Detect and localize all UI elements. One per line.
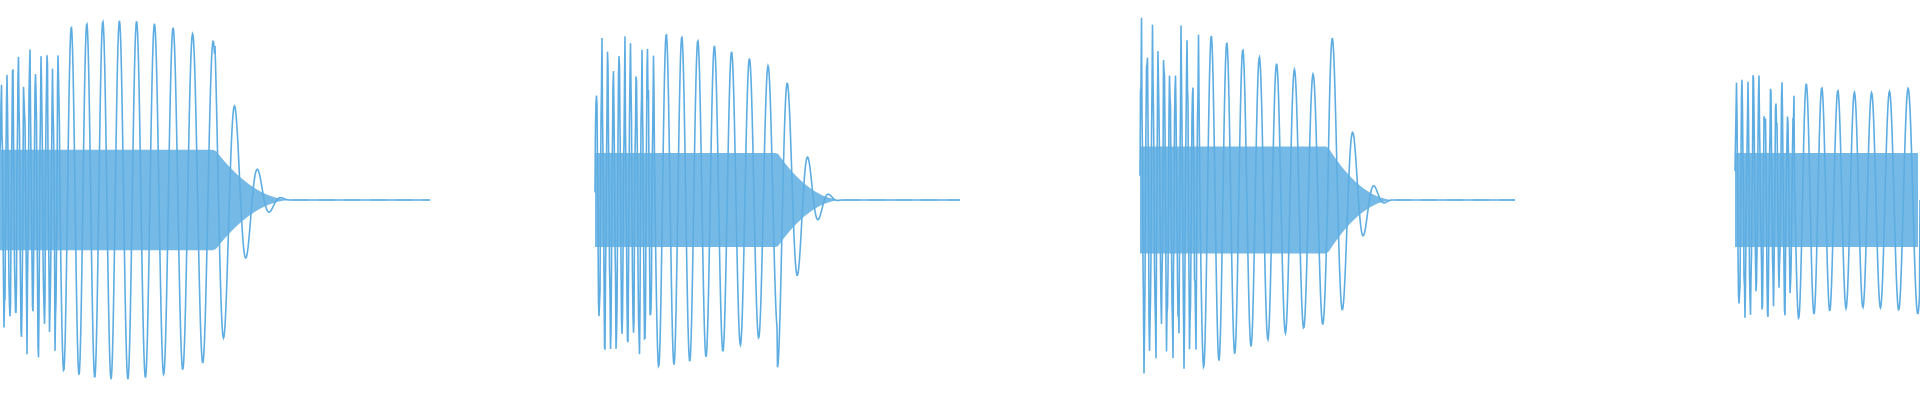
waveform-body [0, 149, 429, 251]
waveform-burst [1734, 75, 1920, 321]
waveform-bursts [0, 17, 1920, 380]
waveform-burst [594, 33, 960, 369]
waveform-burst [0, 19, 430, 380]
waveform-trace [1734, 75, 1920, 321]
waveform-body [1735, 153, 1918, 247]
waveform-burst [1139, 17, 1515, 374]
waveform-body [1140, 146, 1515, 254]
waveform-body [595, 153, 958, 247]
